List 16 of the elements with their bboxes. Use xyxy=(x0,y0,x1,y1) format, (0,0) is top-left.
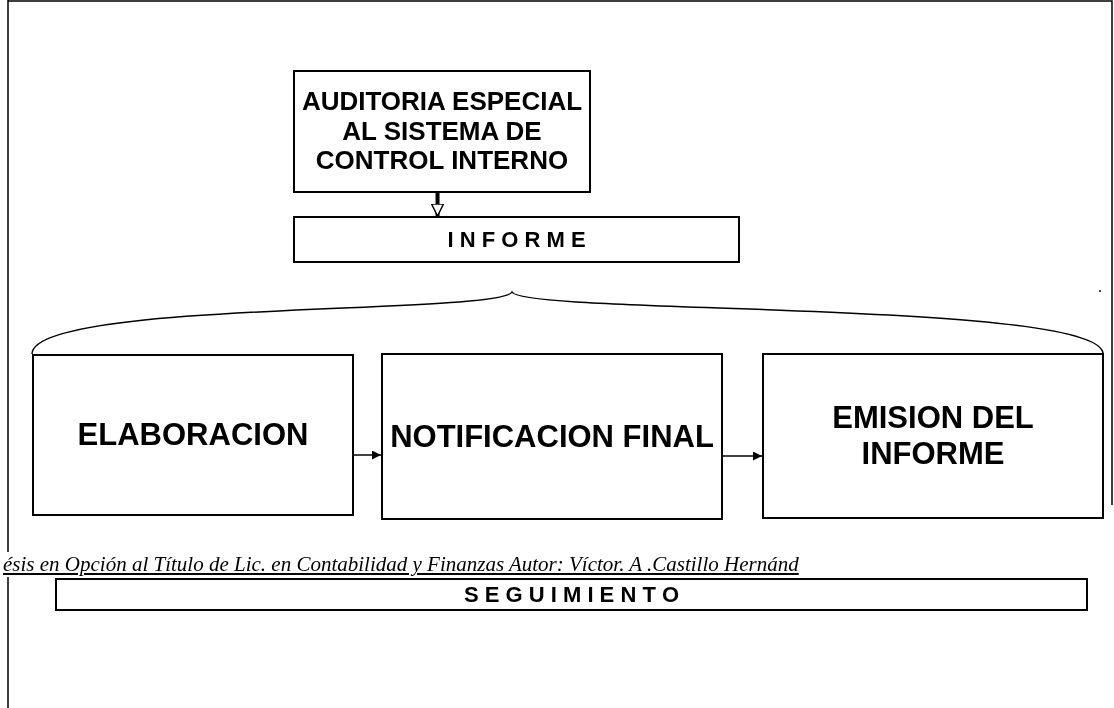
box-label: ELABORACION xyxy=(77,417,309,453)
process-box xyxy=(32,354,354,516)
footer-text: ésis en Opción al Título de Lic. en Contabilidad y Finanzas Autor: Víctor. A .Castillo Hernánd xyxy=(3,552,799,577)
arrow xyxy=(430,193,445,217)
arrow xyxy=(353,450,382,460)
box-label: AUDITORIA ESPECIAL AL SISTEMA DE CONTROL INTERNO xyxy=(300,86,584,177)
box-label: NOTIFICACION FINAL xyxy=(390,418,714,455)
box-label: I N F O R M E xyxy=(447,226,586,253)
box-label: S E G U I M I E N T O xyxy=(463,581,680,608)
process-box xyxy=(381,353,723,520)
arrow xyxy=(722,451,763,461)
process-box xyxy=(762,353,1104,519)
process-box xyxy=(293,216,740,263)
box-label: EMISION DEL INFORME xyxy=(831,400,1035,472)
process-box xyxy=(293,70,591,193)
process-box xyxy=(55,578,1088,611)
